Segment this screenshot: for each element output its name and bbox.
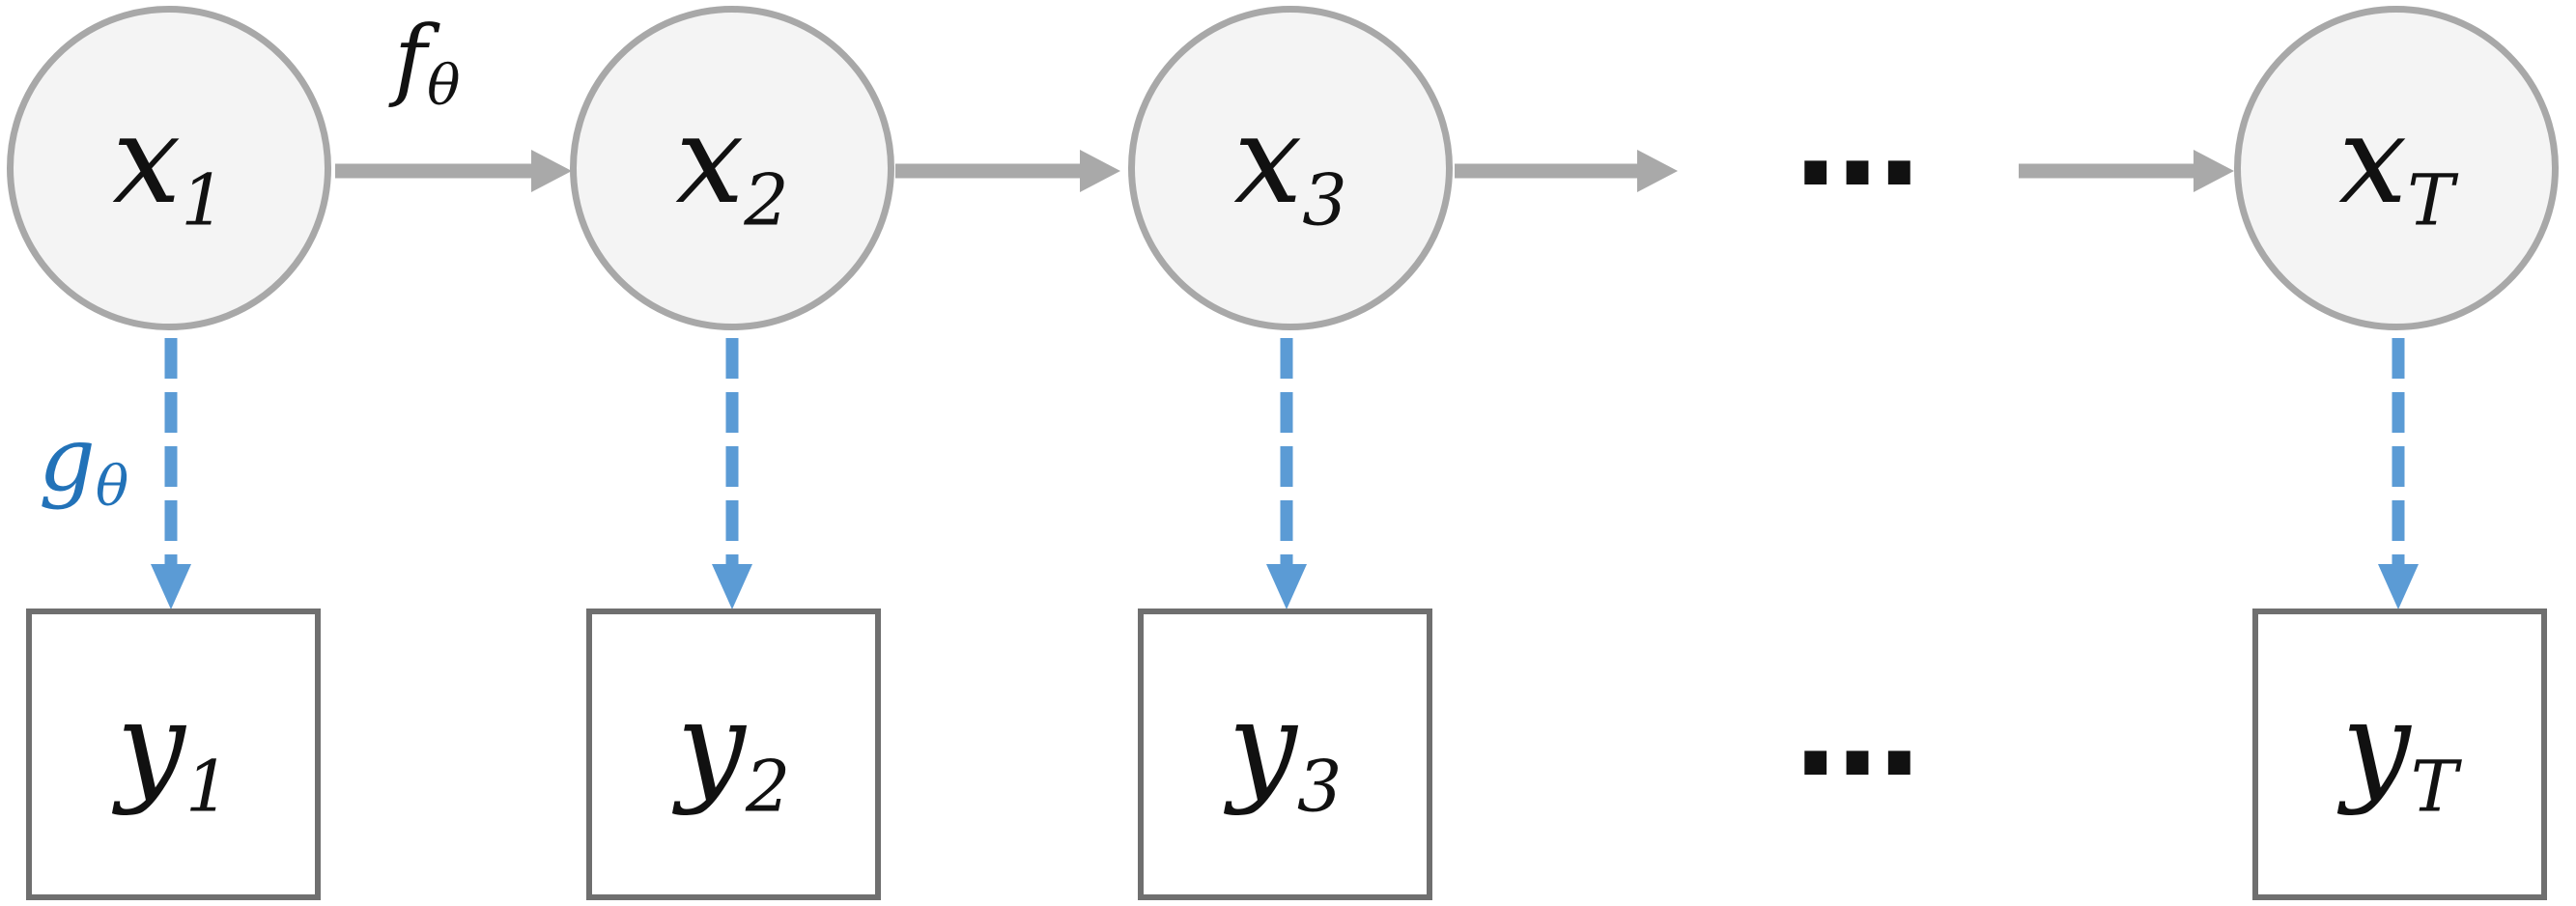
emission-arrow-x2-y2 [712, 338, 752, 609]
state-node-x1: x1 [7, 6, 331, 330]
state-label-xT: xT [2338, 89, 2454, 242]
state-node-xT: xT [2234, 6, 2559, 330]
observation-label-y3: y3 [1228, 675, 1343, 829]
observation-label-y1: y1 [116, 675, 231, 829]
observation-box-y2: y2 [586, 609, 881, 900]
ellipsis-bottom: … [1795, 658, 1920, 805]
observation-box-yT: yT [2252, 609, 2547, 900]
ellipsis-top: … [1795, 68, 1920, 214]
state-node-x2: x2 [570, 6, 894, 330]
observation-box-y1: y1 [26, 609, 321, 900]
state-node-x3: x3 [1128, 6, 1453, 330]
observation-label-y2: y2 [676, 675, 791, 829]
transition-arrow-ellipsis-xT [2019, 150, 2234, 192]
observation-box-y3: y3 [1138, 609, 1432, 900]
emission-arrow-xT-yT [2378, 338, 2419, 609]
state-label-x1: x1 [112, 89, 226, 242]
observation-label-yT: yT [2341, 675, 2458, 829]
emission-arrow-x1-y1 [151, 338, 191, 609]
transition-function-label: fθ [394, 7, 461, 118]
transition-arrow-x1-x2 [335, 150, 572, 192]
emission-arrow-x3-y3 [1266, 338, 1307, 609]
transition-arrow-x2-x3 [895, 150, 1120, 192]
state-label-x2: x2 [675, 89, 789, 242]
emission-function-label: gθ [39, 408, 129, 519]
transition-arrow-x3-ellipsis [1455, 150, 1678, 192]
state-label-x3: x3 [1233, 89, 1347, 242]
